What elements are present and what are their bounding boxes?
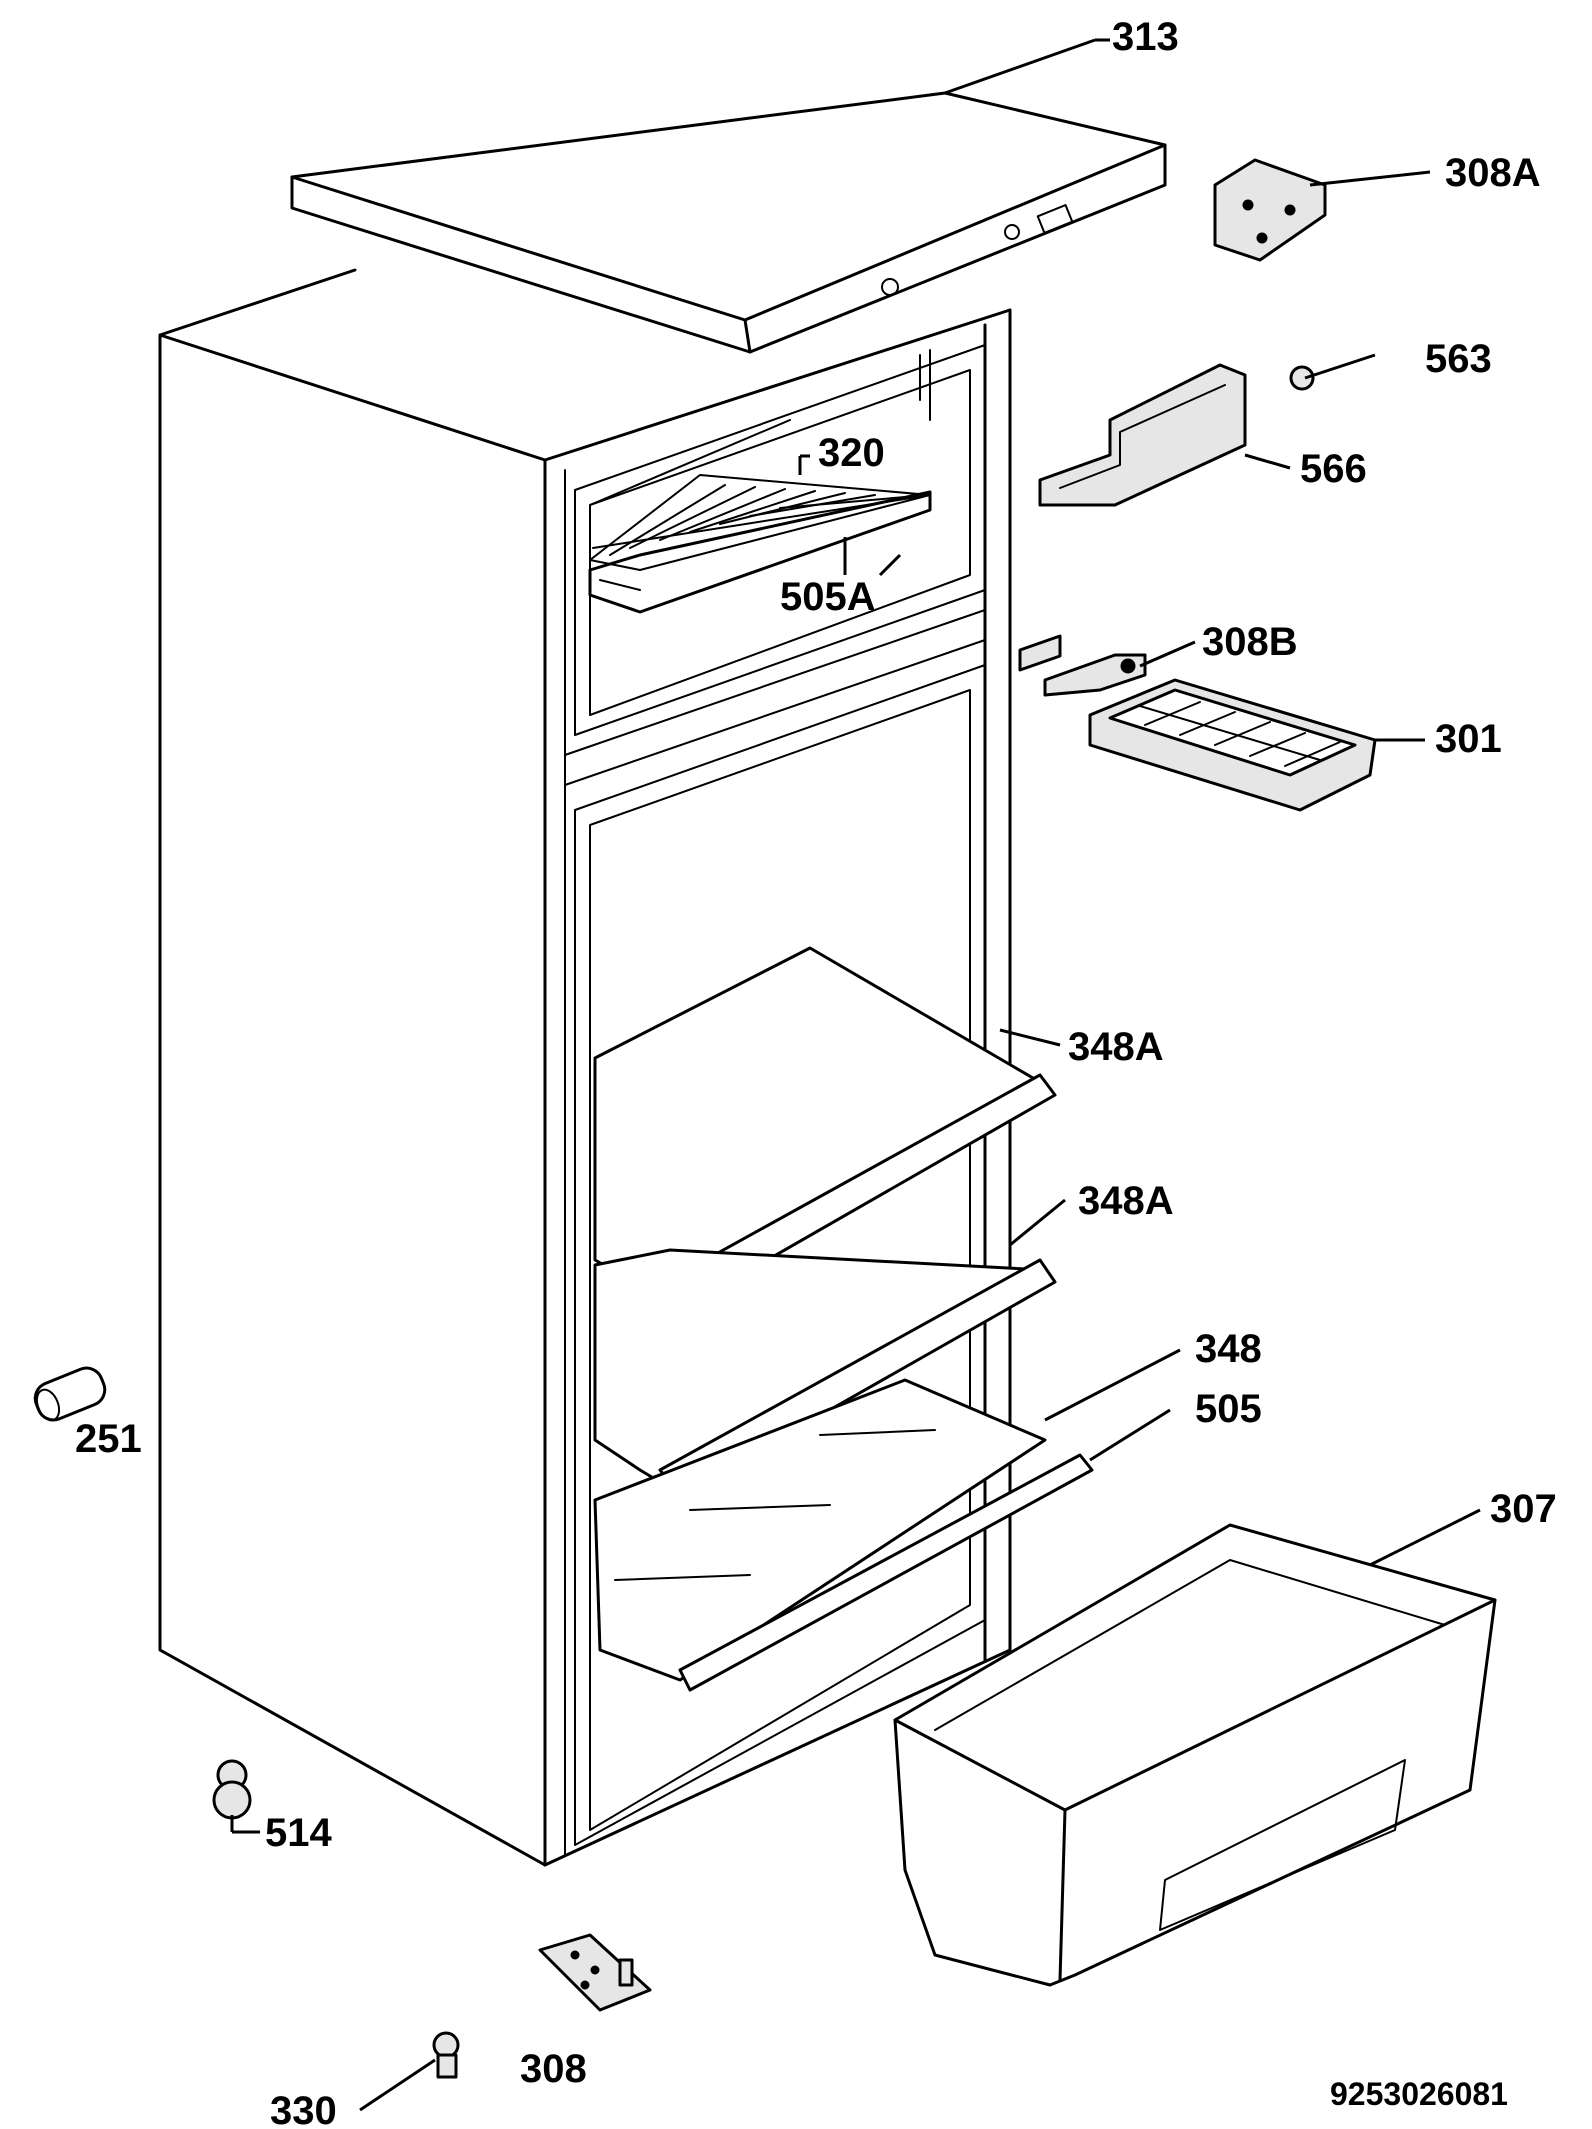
freezer-grid-shelf-320	[588, 474, 932, 614]
callout-514: 514	[265, 1811, 332, 1855]
hinge-cover-566	[1038, 363, 1247, 507]
diagram-reference-number: 9253026081	[1330, 2076, 1508, 2112]
callout-307: 307	[1490, 1487, 1557, 1531]
callout-320: 320	[818, 431, 885, 475]
callout-348A-lower: 348A	[1078, 1179, 1174, 1223]
refrigerator-cabinet	[158, 268, 1012, 1867]
callout-330: 330	[270, 2089, 337, 2129]
shelf-trim-505	[678, 1453, 1094, 1692]
callout-566: 566	[1300, 447, 1367, 491]
callout-251: 251	[75, 1417, 142, 1461]
middle-hinge-308B	[1018, 634, 1147, 697]
adjustable-foot-514	[212, 1759, 252, 1820]
leader-lines	[230, 38, 1481, 2112]
callout-505: 505	[1195, 1387, 1262, 1431]
callout-301: 301	[1435, 717, 1502, 761]
glass-shelf-348	[593, 1378, 1047, 1682]
callout-505A: 505A	[780, 575, 876, 619]
callout-308B: 308B	[1202, 620, 1298, 664]
callout-348: 348	[1195, 1327, 1262, 1371]
crisper-drawer-307	[893, 1523, 1497, 1987]
upper-hinge-308A	[1213, 158, 1327, 262]
callout-308: 308	[520, 2047, 587, 2091]
lower-hinge-308	[538, 1933, 652, 2012]
callout-313: 313	[1112, 15, 1179, 59]
callout-563: 563	[1425, 337, 1492, 381]
callout-labels: 313 308A 563 566 320 505A 308B 301 348A …	[75, 15, 1557, 2129]
top-cover-313	[290, 91, 1167, 354]
callout-308A: 308A	[1445, 151, 1541, 195]
part-251	[33, 1366, 107, 1422]
screw-330	[432, 2031, 460, 2079]
callout-348A-upper: 348A	[1068, 1025, 1164, 1069]
screw-cap-563	[1289, 365, 1315, 391]
ice-tray-301	[1088, 678, 1377, 812]
